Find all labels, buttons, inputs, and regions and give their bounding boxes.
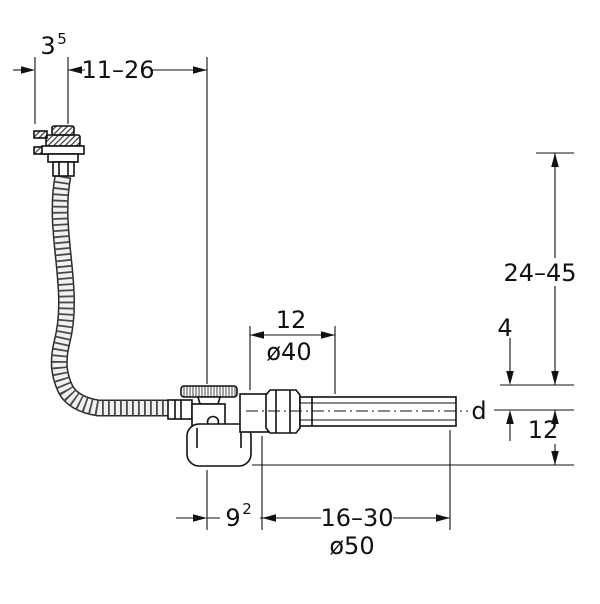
dim-drain-offset-sup: 2 [242,500,252,518]
dimension-arrows [21,66,559,522]
corrugated-hose [59,176,171,408]
dim-outlet-diameter-label: d [471,397,486,425]
dimension-lines [13,57,574,530]
dim-rim-to-axis-label: 4 [497,314,512,342]
overflow-turn-handle [33,125,85,177]
label-backgrounds [85,57,579,530]
dim-handle-offset-sup: 5 [57,30,67,48]
dim-installation-height-label: 24–45 [503,259,576,287]
dim-handle-to-drain-label: 11–26 [81,56,154,84]
dim-drain-offset-label: 9 [225,504,240,532]
dim-outlet-length-label: 16–30 [320,504,393,532]
dim-axis-to-bottom-label: 12 [528,416,559,444]
dim-flange-gap-label: 12 [276,306,307,334]
drain-trap [186,423,252,467]
dim-outlet-pipe-label: ø50 [329,532,374,560]
dim-elbow-pipe-label: ø40 [266,338,311,366]
bathtub-drain-fixture [33,125,468,467]
drain-valve-body [167,385,238,429]
dim-handle-offset-label: 3 [40,32,55,60]
